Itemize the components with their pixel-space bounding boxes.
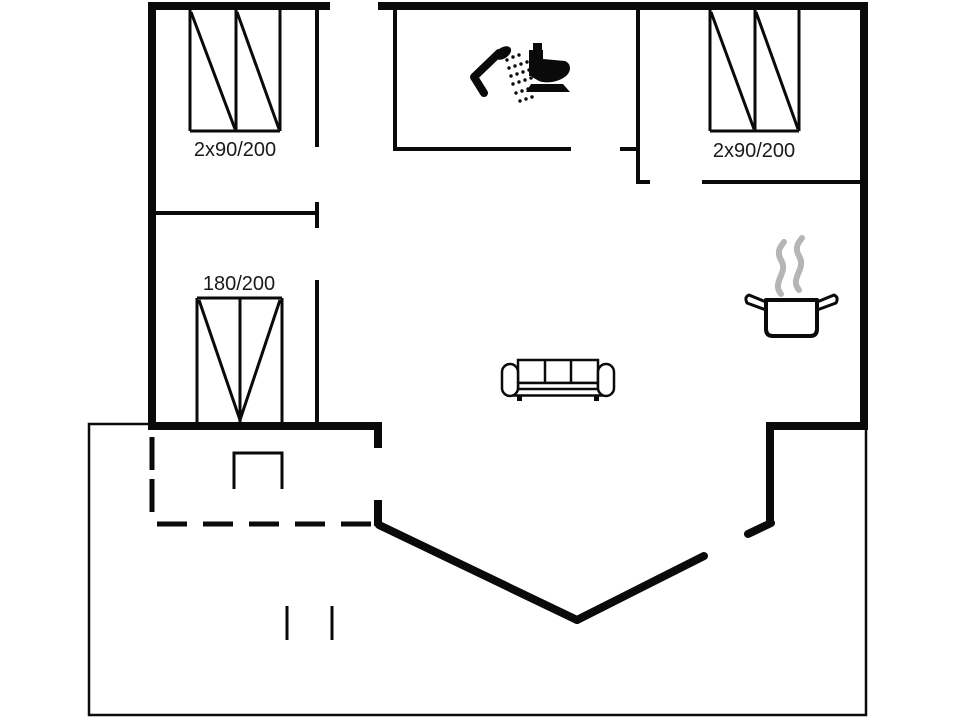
top-wall-left-segment <box>148 2 330 10</box>
terrace <box>87 422 868 717</box>
window-top-right <box>708 10 801 133</box>
window-sash-diagonal <box>189 11 237 130</box>
cooking-pot-icon <box>744 293 839 338</box>
south-wall-left-corner-stub <box>374 430 382 448</box>
shower-head <box>494 46 512 60</box>
sofa-foot-right <box>594 396 599 401</box>
bathroom-south-wall-right <box>620 147 640 151</box>
sofa-armrest-left <box>500 362 520 398</box>
top-wall-right-segment <box>378 2 868 10</box>
bay-diagonal-walls <box>375 519 775 624</box>
window-top-right-label: 2x90/200 <box>713 140 795 162</box>
door-sash-diagonal <box>197 299 242 421</box>
pot-body <box>764 298 819 338</box>
window-sash-diagonal <box>754 11 800 130</box>
sofa-foot-left <box>517 396 522 401</box>
steam-wisp-left <box>774 239 787 297</box>
bedroom1-east-wall <box>315 10 319 147</box>
terrace-boundary <box>87 422 868 717</box>
toilet-icon <box>526 43 570 92</box>
bay-east-wall <box>766 430 774 524</box>
bay-diagonal-right <box>573 552 708 624</box>
door-sash-diagonal <box>238 299 282 421</box>
toilet-tank-cap <box>533 43 542 50</box>
pot-handle-right <box>816 293 839 312</box>
east-exterior-wall <box>860 2 868 430</box>
bathroom-west-wall <box>393 10 397 151</box>
window-sash-diagonal <box>235 11 281 130</box>
steam-wisp-right <box>792 235 805 293</box>
bay-diagonal-left <box>375 521 581 624</box>
shower-arm <box>470 49 503 97</box>
hallway-wall-door-jamb <box>315 202 319 228</box>
south-wall-left <box>148 422 382 430</box>
bedroom2-south-wall <box>702 180 860 184</box>
pot-handle-left <box>744 293 767 312</box>
exterior-walls <box>148 2 868 526</box>
window-top-left-label: 2x90/200 <box>194 139 276 161</box>
window-top-left <box>188 10 282 133</box>
toilet-base <box>526 84 570 92</box>
bay-diagonal-door-jamb <box>744 519 775 538</box>
bathroom-south-wall-left <box>393 147 571 151</box>
terrace-door-180 <box>195 296 284 422</box>
window-sash-diagonal <box>709 11 756 130</box>
bedroom3-east-wall <box>315 280 319 422</box>
west-exterior-wall <box>148 2 156 430</box>
south-wall-right <box>766 422 868 430</box>
bay-west-wall-stub <box>374 500 382 526</box>
toilet-bowl <box>532 59 570 83</box>
shower-icon <box>470 46 536 103</box>
steam-icon <box>774 235 805 297</box>
bathroom-east-wall <box>636 10 640 184</box>
terrace-door-label: 180/200 <box>203 273 275 295</box>
shower-spray-dots <box>505 53 536 103</box>
interior-walls <box>156 10 860 422</box>
terrace-step <box>232 451 284 489</box>
sofa-armrest-right <box>596 362 616 398</box>
sofa-cushions <box>516 358 600 385</box>
sofa-seat-band <box>516 381 600 391</box>
hallway-wall <box>156 211 317 215</box>
bathroom-east-wall-jamb <box>636 180 650 184</box>
sofa-icon <box>500 358 616 401</box>
